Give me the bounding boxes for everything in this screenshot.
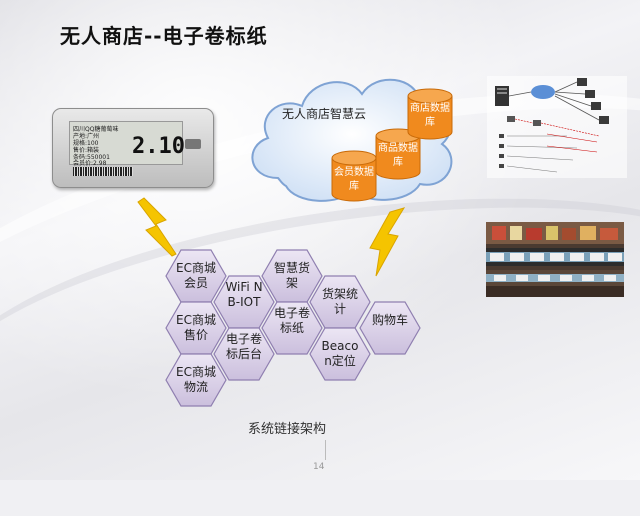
hexagon-esl	[261, 301, 323, 355]
hexagon-cart	[359, 301, 421, 355]
footer-divider	[325, 440, 326, 460]
esl-line: 条码:550001	[73, 154, 110, 161]
lightning-bolt-icon	[369, 207, 406, 277]
esl-line: 四川QQ糖葡萄味	[73, 126, 119, 133]
brand-logo-icon	[185, 139, 201, 149]
esl-line: 规格:100	[73, 140, 99, 147]
cloud-label: 无人商店智慧云	[282, 107, 367, 121]
hexagon-beacon	[309, 327, 371, 381]
esl-screen: 四川QQ糖葡萄味 产地:广州 规格:100 售价:箱装 条码:550001 会员…	[69, 121, 185, 167]
diagram-caption: 系统链接架构	[248, 422, 327, 437]
hexagon-label-ec-member: EC商城会员	[176, 261, 216, 290]
page-number: 14	[313, 462, 325, 472]
hexagon-label-wifi: WiFi NB-IOT	[225, 279, 263, 309]
store-shelf-photo	[486, 222, 624, 297]
slide-title: 无人商店--电子卷标纸	[60, 24, 268, 48]
database-label: 会员数据库	[334, 167, 374, 192]
hexagon-cluster	[165, 249, 421, 407]
network-diagram-thumbnail	[487, 76, 627, 178]
electronic-shelf-label: 四川QQ糖葡萄味 产地:广州 规格:100 售价:箱装 条码:550001 会员…	[52, 108, 214, 188]
esl-price: 2.10	[132, 134, 185, 159]
hexagon-label-beacon: Beacon定位	[321, 339, 359, 368]
hexagon-label-ec-logistics: EC商城物流	[176, 365, 216, 394]
hexagon-label-esl: 电子卷标纸	[273, 305, 310, 335]
hexagon-label-shelf-stats: 货架统计	[321, 287, 358, 316]
hexagon-label-cart: 购物车	[371, 313, 408, 327]
esl-line: 售价:箱装	[73, 147, 100, 154]
hexagon-label-smart-shelf: 智慧货架	[273, 261, 310, 290]
hexagon-ec-logistics	[165, 353, 227, 407]
hexagon-esl-backend	[213, 327, 275, 381]
barcode-icon	[73, 167, 133, 176]
database-icon	[407, 88, 453, 140]
database-label: 商品数据库	[378, 143, 418, 168]
database-icon	[331, 150, 377, 202]
esl-line: 产地:广州	[73, 133, 100, 140]
database-label: 商店数据库	[410, 103, 450, 128]
lightning-bolt-icon	[137, 197, 177, 257]
esl-line: 会员价:2.98	[73, 160, 107, 167]
hexagon-label-esl-backend: 电子卷标后台	[225, 331, 262, 361]
hexagon-label-ec-price: EC商城售价	[176, 313, 216, 342]
